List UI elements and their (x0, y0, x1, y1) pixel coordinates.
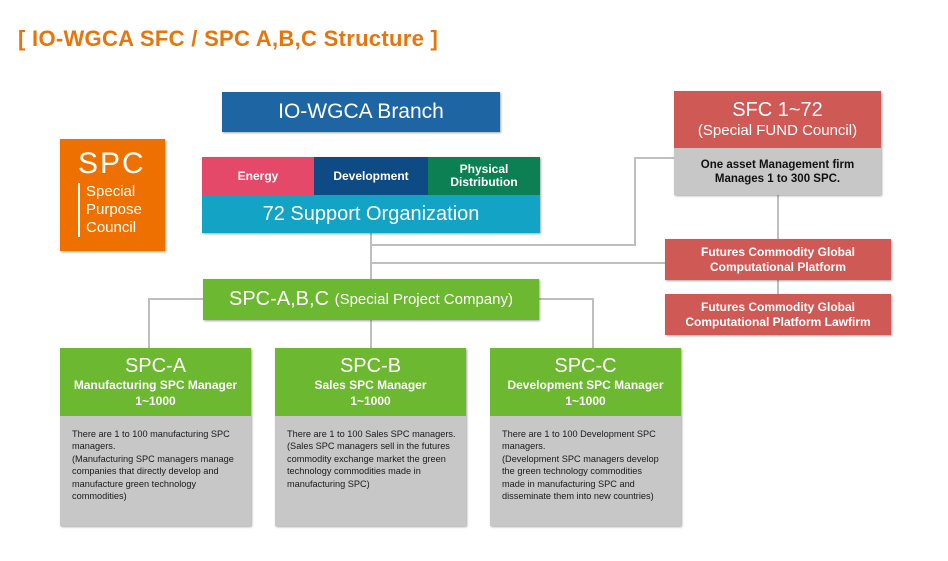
sfc-header: SFC 1~72 (Special FUND Council) (674, 91, 881, 148)
card-range: 1~1000 (565, 394, 606, 408)
futures-line: Futures Commodity Global (700, 244, 855, 259)
physical-label: Physical (459, 162, 509, 176)
spc-abc-label: SPC-A,B,C (229, 288, 335, 310)
card-range: 1~1000 (350, 394, 391, 408)
card-desc-line: There are 1 to 100 Sales SPC managers. (287, 429, 456, 439)
card-role: Sales SPC Manager (314, 378, 427, 392)
branch-label: IO-WGCA Branch (278, 100, 444, 123)
sfc-box: SFC 1~72 (Special FUND Council) One asse… (674, 91, 881, 195)
support-label-cell: 72 Support Organization (202, 195, 540, 233)
card-desc-line: disseminate them into new countries) (502, 491, 654, 502)
spc-badge-text: Special Purpose Council (78, 183, 165, 237)
card-desc-line: commodities) (72, 491, 127, 502)
card-desc-line: managers. (72, 441, 116, 452)
energy-label: Energy (237, 169, 279, 183)
card-role: Manufacturing SPC Manager (73, 378, 238, 392)
development-label: Development (333, 169, 409, 183)
card-desc-line: There are 1 to 100 manufacturing SPC (72, 429, 230, 439)
spc-abc-sublabel: (Special Project Company) (334, 291, 513, 308)
development-cell: Development (314, 157, 428, 195)
card-title: SPC-C (554, 355, 617, 377)
futures-platform-box: Futures Commodity Global Computational P… (665, 239, 891, 280)
distribution-label: Distribution (450, 175, 518, 189)
card-desc-line: There are 1 to 100 Development SPC (502, 429, 656, 439)
spc-badge: SPC Special Purpose Council (60, 139, 165, 251)
spc-badge-title: SPC (78, 147, 146, 180)
card-desc-line: manufacturing SPC) (287, 478, 370, 489)
card-header: SPC-A Manufacturing SPC Manager 1~1000 (60, 348, 251, 416)
page-title: [ IO-WGCA SFC / SPC A,B,C Structure ] (18, 26, 439, 51)
card-spc-b: SPC-B Sales SPC Manager 1~1000 There are… (275, 348, 466, 526)
sfc-desc-line: Manages 1 to 300 SPC. (714, 172, 841, 185)
card-desc-line: (Sales SPC managers sell in the futures (287, 441, 450, 452)
card-desc-line: (Manufacturing SPC managers manage (72, 453, 234, 464)
energy-cell: Energy (202, 157, 314, 195)
card-title: SPC-B (339, 355, 402, 377)
card-desc-line: made in manufacturing SPC and (502, 478, 635, 489)
card-header: SPC-B Sales SPC Manager 1~1000 (275, 348, 466, 416)
futures-line: Computational Platform Lawfirm (685, 314, 871, 329)
card-desc-line: managers. (502, 441, 546, 452)
card-desc-line: technology commodities made in (287, 466, 421, 477)
card-title: SPC-A (124, 355, 187, 377)
futures-line: Computational Platform (709, 259, 846, 274)
card-description: There are 1 to 100 Development SPC manag… (490, 416, 681, 526)
card-desc-line: the green technology commodities (502, 466, 642, 477)
support-label: 72 Support Organization (262, 202, 480, 225)
card-description: There are 1 to 100 Sales SPC managers. (… (275, 416, 466, 526)
spc-abc-box: SPC-A,B,C (Special Project Company) (203, 279, 539, 320)
card-description: There are 1 to 100 manufacturing SPC man… (60, 416, 251, 526)
spc-badge-line: Council (86, 219, 137, 236)
card-spc-a: SPC-A Manufacturing SPC Manager 1~1000 T… (60, 348, 251, 526)
branch-box: IO-WGCA Branch (222, 92, 500, 132)
physical-distribution-cell: Physical Distribution (428, 157, 540, 195)
card-desc-line: (Development SPC managers develop (502, 453, 659, 464)
card-role: Development SPC Manager (507, 378, 664, 392)
sfc-subtitle: (Special FUND Council) (697, 122, 858, 139)
futures-line: Futures Commodity Global (700, 299, 855, 314)
card-spc-c: SPC-C Development SPC Manager 1~1000 The… (490, 348, 681, 526)
card-desc-line: commodity exchange market the green (287, 453, 446, 464)
card-desc-line: companies that directly develop and (72, 466, 219, 477)
sfc-desc-line: One asset Management firm (700, 158, 855, 171)
spc-badge-line: Special (86, 183, 136, 200)
futures-lawfirm-box: Futures Commodity Global Computational P… (665, 294, 891, 335)
card-desc-line: manufacture green technology (72, 478, 197, 489)
support-organization: Energy Development Physical Distribution… (202, 157, 540, 233)
card-header: SPC-C Development SPC Manager 1~1000 (490, 348, 681, 416)
spc-badge-line: Purpose (86, 201, 142, 218)
card-range: 1~1000 (135, 394, 176, 408)
sfc-description: One asset Management firm Manages 1 to 3… (674, 148, 881, 195)
sfc-title: SFC 1~72 (732, 99, 823, 121)
